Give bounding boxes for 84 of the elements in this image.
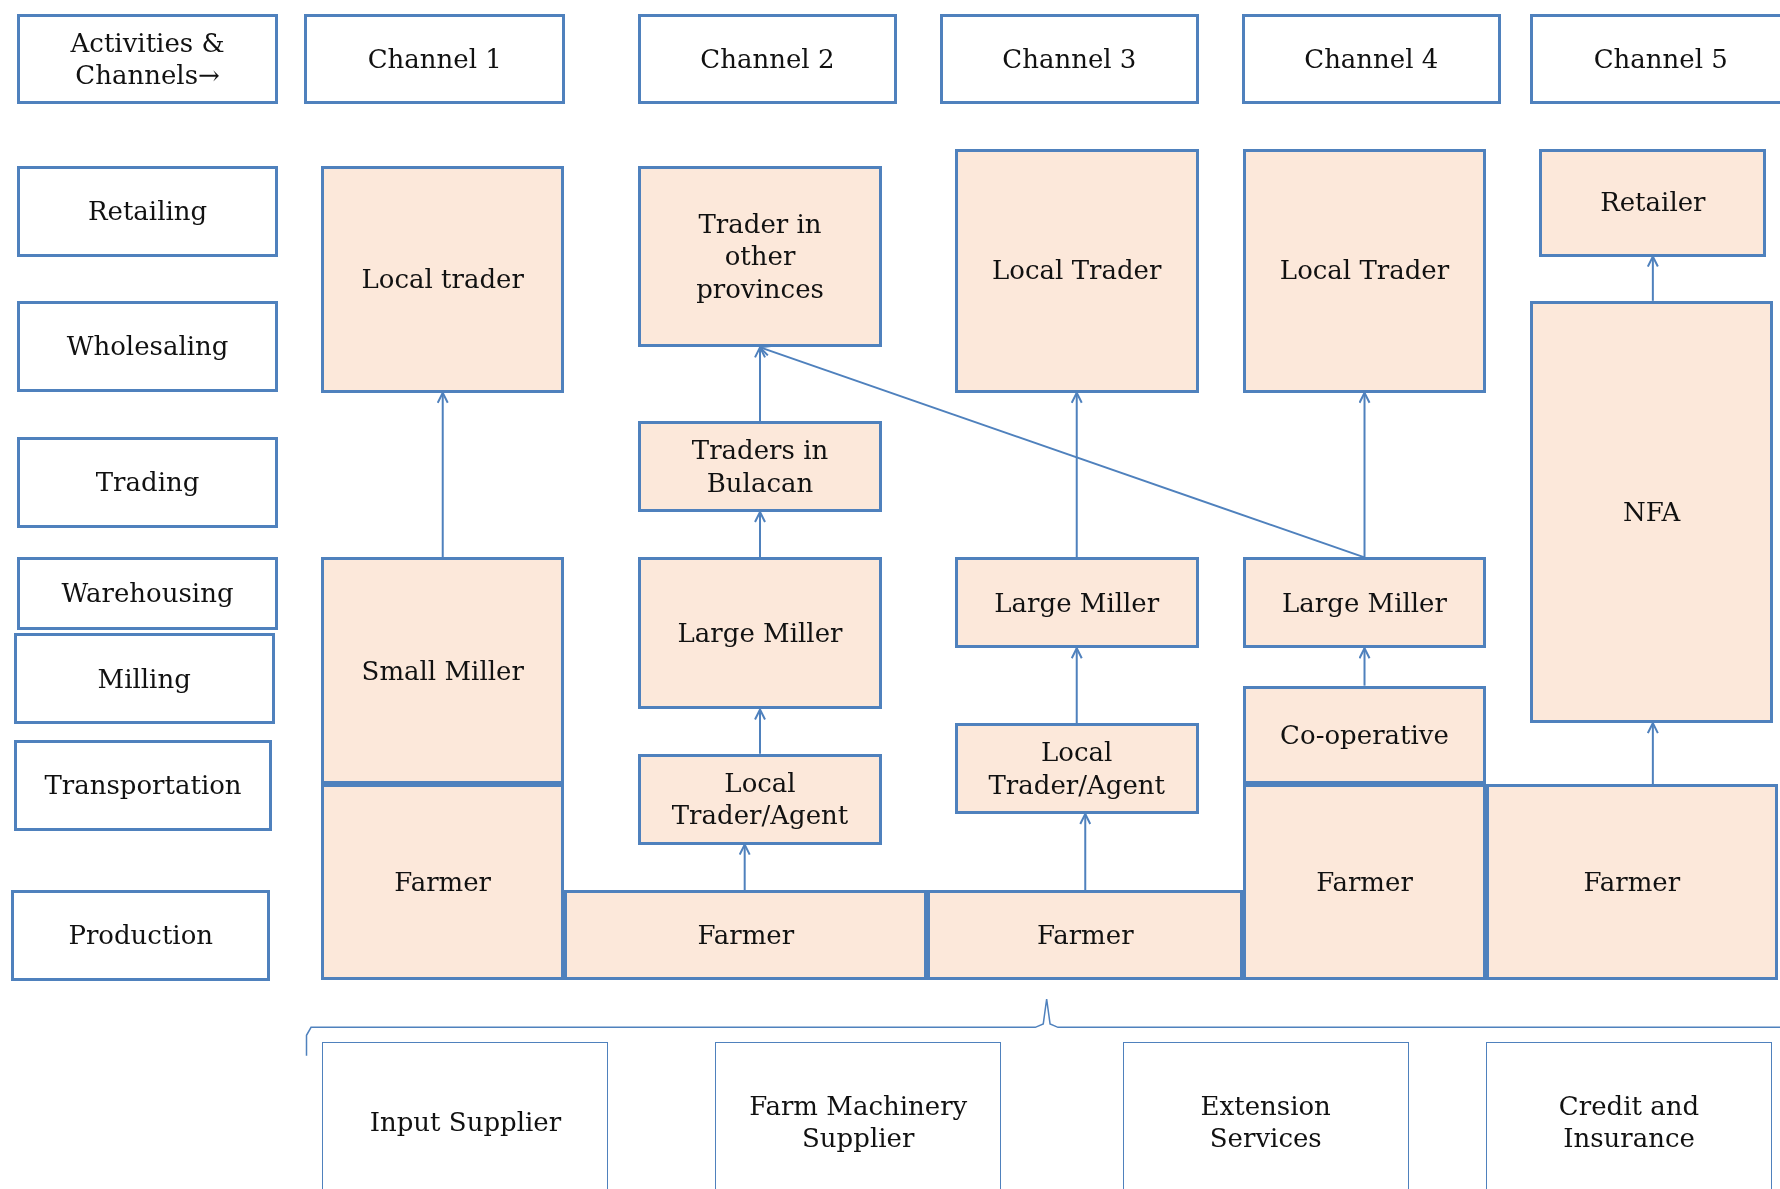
process-box [1243, 685, 1486, 785]
node-label: Channel 4 [1303, 42, 1440, 76]
node-label: Local Trader [991, 254, 1163, 287]
support-box [715, 1042, 1002, 1189]
activity-box [17, 437, 279, 528]
arrow [1358, 647, 1371, 687]
node-label: Local trader [360, 263, 525, 296]
node-label: Small Miller [360, 654, 525, 688]
process-box [638, 753, 883, 845]
node-label: Farmer [1035, 918, 1135, 952]
node-label: Farmer [393, 865, 493, 899]
arrow [1358, 391, 1371, 559]
node-label: Farm Machinery Supplier [748, 1089, 969, 1155]
node-label: Channel 1 [366, 42, 503, 76]
process-box [1243, 148, 1486, 393]
channel-header [1530, 13, 1780, 105]
node-label: Farmer [1582, 865, 1682, 899]
node-label: Farmer [696, 918, 796, 952]
node-label: Traders in Bulacan [690, 434, 830, 500]
process-box [1539, 148, 1767, 257]
node-label: Large Miller [676, 617, 844, 650]
process-box [321, 557, 565, 785]
process-box [1243, 784, 1486, 980]
activity-box [13, 740, 273, 831]
node-label: Credit and Insurance [1557, 1089, 1701, 1155]
node-label: Co-operative [1279, 718, 1450, 752]
node-label: Local Trader [1278, 254, 1451, 287]
process-box [1243, 557, 1486, 649]
arrow [436, 391, 449, 559]
node-label: Activities & Channels→ [69, 26, 226, 92]
channel-header [1241, 13, 1501, 105]
node-label: Transportation [43, 769, 243, 802]
node-label: Retailer [1599, 186, 1707, 219]
node-label: Channel 3 [1001, 42, 1138, 76]
arrow [1646, 255, 1659, 302]
process-box [638, 557, 883, 710]
channel-header [939, 13, 1199, 105]
arrow [738, 843, 751, 891]
arrow [754, 708, 766, 755]
node-label: Warehousing [60, 577, 235, 610]
node-label: Extension Services [1199, 1089, 1332, 1155]
process-box [1485, 784, 1778, 980]
arrow [1646, 722, 1659, 786]
process-box [1530, 300, 1774, 724]
activity-box [13, 633, 275, 725]
node-label: Farmer [1315, 865, 1414, 899]
node-label: Production [67, 919, 215, 952]
node-label: Large Miller [1281, 586, 1448, 620]
channel-header [304, 13, 566, 105]
channel-header [638, 13, 897, 105]
node-label: Channel 5 [1592, 42, 1729, 76]
node-label: Retailing [86, 194, 209, 228]
node-label: Trading [94, 466, 201, 499]
process-box [321, 165, 565, 393]
channel-header [17, 13, 279, 105]
process-box [564, 890, 928, 980]
process-box [321, 784, 565, 980]
support-box [1485, 1042, 1773, 1189]
support-box [1122, 1042, 1409, 1189]
node-label: Wholesaling [65, 330, 230, 363]
process-box [638, 421, 883, 512]
node-label: Channel 2 [699, 42, 836, 76]
arrow [1070, 391, 1083, 559]
node-label: Trader in other provinces [695, 207, 825, 306]
activity-box [17, 165, 279, 257]
node-label: Milling [96, 662, 192, 696]
arrow [1079, 812, 1092, 891]
node-label: Local Trader/Agent [670, 766, 850, 832]
process-box [954, 148, 1199, 393]
node-label: NFA [1622, 495, 1682, 529]
node-label: Input Supplier [368, 1105, 563, 1139]
arrow [754, 346, 766, 423]
activity-box [11, 890, 271, 981]
support-box [322, 1042, 609, 1189]
node-label: Large Miller [993, 586, 1161, 620]
arrow [1070, 647, 1083, 725]
process-box [927, 890, 1244, 980]
activity-box [17, 300, 279, 392]
process-box [954, 557, 1199, 649]
node-label: Local Trader/Agent [987, 736, 1166, 802]
process-box [638, 165, 883, 348]
arrow [754, 511, 766, 559]
activity-box [17, 557, 279, 630]
process-box [954, 723, 1199, 814]
